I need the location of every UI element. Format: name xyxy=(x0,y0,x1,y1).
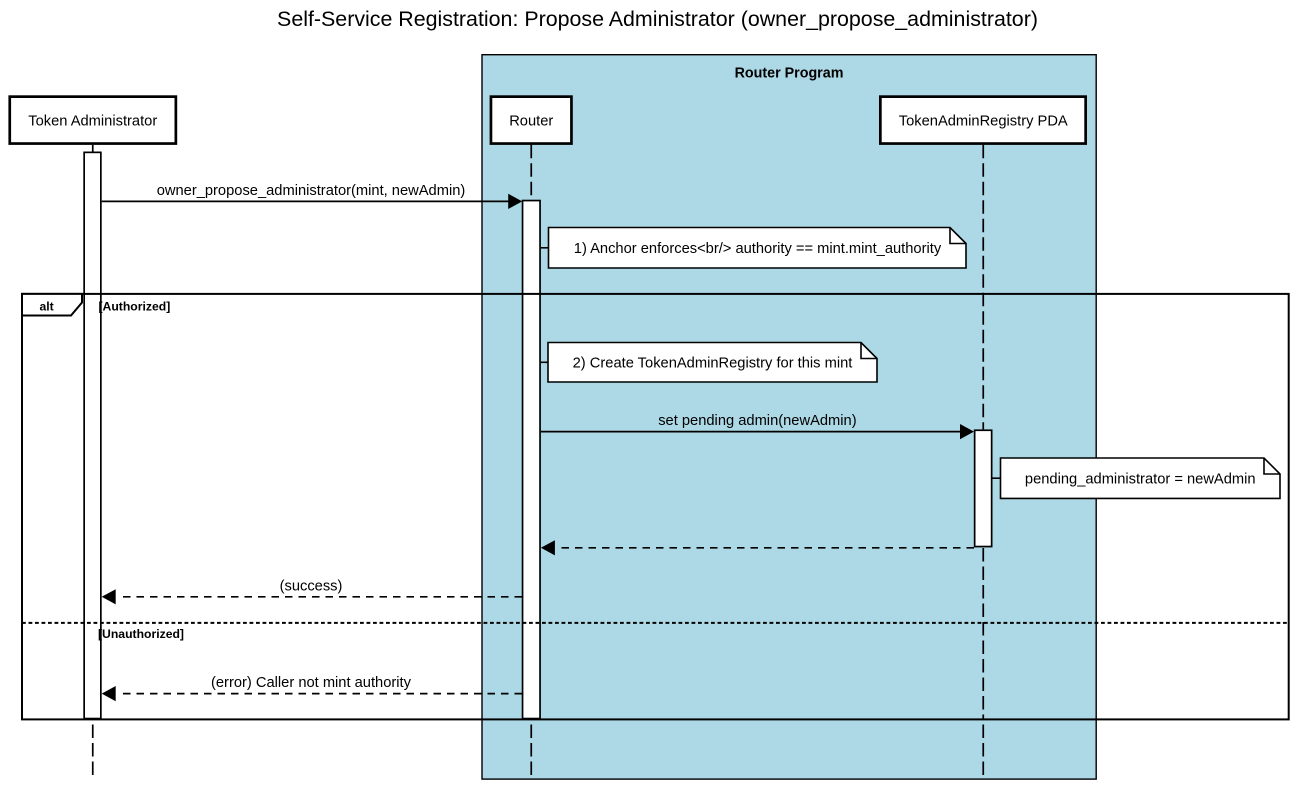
svg-text:Router: Router xyxy=(509,114,553,130)
svg-text:alt: alt xyxy=(40,300,54,314)
svg-text:Token Administrator: Token Administrator xyxy=(28,114,157,130)
svg-text:2) Create TokenAdminRegistry f: 2) Create TokenAdminRegistry for this mi… xyxy=(573,356,853,372)
svg-text:TokenAdminRegistry PDA: TokenAdminRegistry PDA xyxy=(899,114,1068,130)
svg-text:[Unauthorized]: [Unauthorized] xyxy=(98,627,184,641)
svg-text:[Authorized]: [Authorized] xyxy=(99,300,171,314)
svg-text:Router Program: Router Program xyxy=(735,66,844,82)
svg-text:(success): (success) xyxy=(280,578,343,594)
svg-text:Self-Service Registration: Pro: Self-Service Registration: Propose Admin… xyxy=(277,7,1038,31)
svg-text:owner_propose_administrator(mi: owner_propose_administrator(mint, newAdm… xyxy=(157,183,466,199)
svg-text:1) Anchor enforces<br/> author: 1) Anchor enforces<br/> authority == min… xyxy=(574,241,942,257)
svg-text:pending_administrator = newAdm: pending_administrator = newAdmin xyxy=(1025,471,1256,487)
svg-text:(error) Caller not mint author: (error) Caller not mint authority xyxy=(211,675,412,691)
svg-text:set pending admin(newAdmin): set pending admin(newAdmin) xyxy=(658,413,856,429)
